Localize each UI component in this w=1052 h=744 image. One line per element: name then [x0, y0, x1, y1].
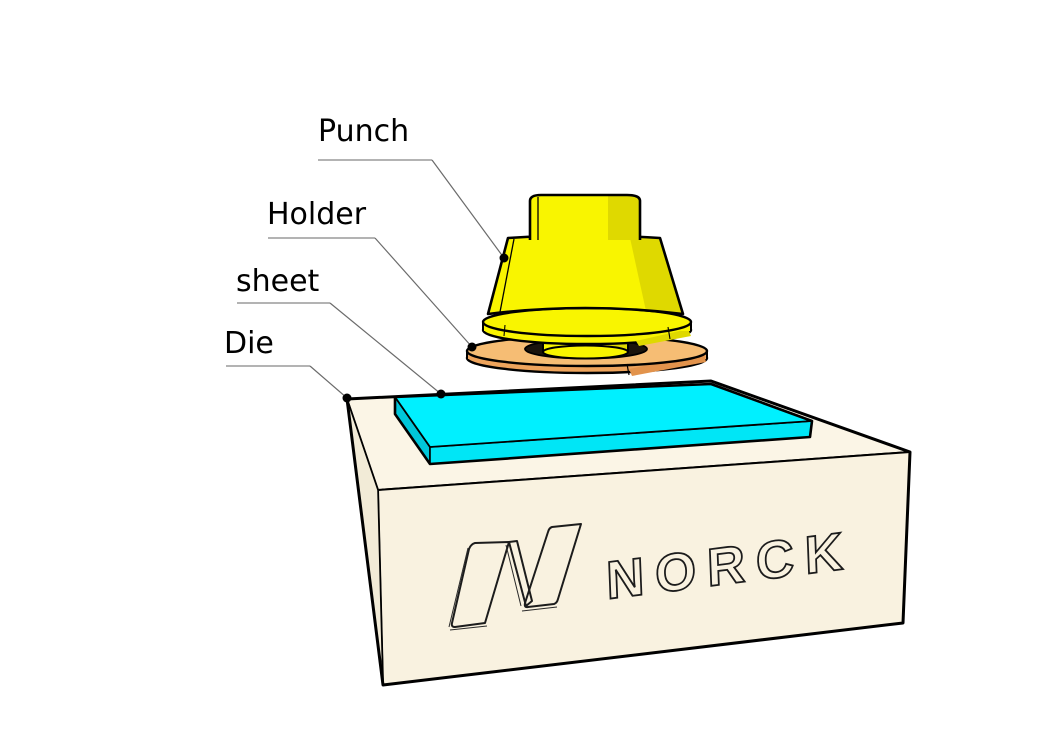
norck-emblem-bevel	[448, 544, 558, 631]
holder-ring-seam	[626, 363, 630, 376]
die-leader-line	[309, 365, 348, 399]
holder-ring-edges	[466, 351, 708, 359]
norck-emblem-diagonal	[508, 540, 533, 607]
die-silhouette-outline	[345, 379, 912, 687]
punch-flange-seams	[503, 324, 671, 340]
punch-flange-side-dark	[636, 329, 691, 346]
norck-emblem-left-bar	[450, 541, 510, 628]
sheet-leader-line	[329, 302, 442, 395]
punch-cylinder-outline	[528, 193, 642, 240]
die-label: Die	[224, 326, 274, 361]
leader-lines	[226, 159, 509, 403]
punch-flange-edges	[482, 322, 692, 331]
holder-leader-line	[374, 237, 473, 348]
punch-leader-dot	[499, 253, 509, 263]
holder-leader-dot	[467, 342, 477, 352]
punch-cone-facet-dark	[630, 238, 683, 314]
norck-logo-emblem	[448, 523, 582, 631]
die-leader-dot	[342, 393, 352, 403]
sheet-part	[393, 382, 814, 466]
punch-cylinder-facet-dark	[608, 195, 640, 240]
sheet-leader-dot	[436, 389, 446, 399]
norck-emblem-right-bar	[523, 523, 582, 609]
sheet-label: sheet	[236, 264, 320, 299]
punch-cone-facet-line	[499, 238, 515, 313]
punch-cone	[486, 234, 685, 316]
punch-flange	[481, 306, 693, 346]
punch-leader-line	[431, 159, 505, 259]
punch-cylinder	[528, 193, 642, 240]
sheet-silhouette-outline	[393, 382, 814, 466]
punch-label: Punch	[318, 114, 410, 149]
punch-tip-bottom	[542, 344, 629, 360]
holder-label: Holder	[267, 197, 367, 232]
